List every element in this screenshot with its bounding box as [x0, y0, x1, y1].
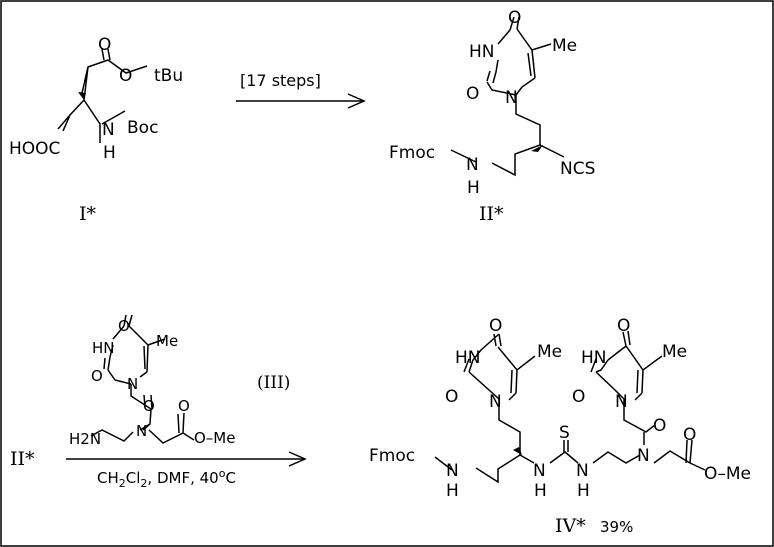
compound-IV-a-me: Me [537, 342, 562, 362]
compound-III-amide-o: O [143, 397, 155, 415]
compound-II-o2: O [466, 84, 479, 104]
compound-IV-bonds [434, 330, 706, 484]
compound-II: O HN Me O N Fmoc N H NCS II* [389, 8, 595, 225]
compound-IV-amide-n: N [637, 446, 650, 466]
compound-I-nh-n: N [102, 120, 115, 140]
compound-IV-b-o4: O [617, 316, 630, 336]
compound-IV-yield: 39% [600, 518, 633, 536]
compound-I-wedge [78, 92, 86, 100]
compound-II-nh-n: N [466, 155, 479, 175]
compound-IV-b-me: Me [662, 342, 687, 362]
compound-I: O O tBu HOOC Boc N H I* [9, 35, 183, 225]
compound-III-bonds [90, 314, 195, 444]
compound-II-hn: HN [469, 42, 495, 62]
compound-IV-fmoc: Fmoc [369, 446, 415, 466]
reaction-1-label: [17 steps] [240, 71, 321, 90]
reaction-2-conditions: CH2Cl2, DMF, 40oC [97, 467, 236, 490]
compound-II-bonds [450, 16, 565, 177]
reaction-arrow-1: [17 steps] [236, 71, 366, 109]
compound-I-caption: I* [79, 203, 97, 225]
compound-IV-b-n1: N [615, 392, 628, 412]
compound-IV-a-n1: N [489, 392, 502, 412]
compound-IV-ester-o: O [683, 425, 696, 445]
compound-IV-caption: IV* [555, 515, 586, 537]
compound-IV-b-o2: O [572, 387, 585, 407]
compound-IV-b-hn: HN [581, 348, 607, 368]
compound-IV-s: S [559, 423, 570, 443]
reaction-arrow-2: II* CH2Cl2, DMF, 40oC [10, 448, 307, 490]
compound-II-fmoc: Fmoc [389, 143, 435, 163]
compound-III-h2n: H2N [69, 430, 101, 448]
compound-II-me: Me [552, 36, 577, 56]
compound-III-ome: O–Me [194, 429, 235, 447]
compound-III-n1: N [127, 375, 138, 393]
compound-II-o4: O [508, 8, 521, 28]
compound-IV-a-hn: HN [455, 348, 481, 368]
compound-IV-nh1-n: N [446, 461, 459, 481]
compound-IV-amide-o: O [653, 416, 666, 436]
reaction-1-arrowhead [347, 93, 366, 109]
compound-II-wedge [531, 145, 543, 152]
compound-I-ester-o: O [119, 66, 132, 86]
compound-IV-ome: O–Me [704, 464, 751, 484]
compound-III-hn: HN [92, 339, 115, 357]
compound-I-carbonyl-o: O [98, 35, 111, 55]
compound-III-o2: O [91, 367, 103, 385]
compound-III-ester-o: O [178, 397, 190, 415]
compound-II-n1: N [505, 88, 518, 108]
compound-IV-wedge [513, 447, 522, 455]
compound-III: O HN Me O N O H2N N O O–Me (III) [69, 314, 290, 448]
compound-III-o4: O [118, 317, 130, 335]
compound-III-amide-n: N [136, 422, 147, 440]
compound-III-caption: (III) [257, 373, 290, 393]
compound-III-me: Me [156, 332, 178, 350]
compound-IV-nh3-n: N [576, 461, 589, 481]
compound-I-nh-h: H [103, 143, 116, 163]
compound-IV-nh3-h: H [577, 481, 590, 501]
compound-IV-a-o4: O [489, 316, 502, 336]
compound-IV-a-o2: O [445, 387, 458, 407]
compound-II-caption: II* [479, 203, 504, 225]
compound-IV-nh2-h: H [534, 481, 547, 501]
compound-II-nh-h: H [467, 178, 480, 198]
compound-IV-nh1-h: H [446, 481, 459, 501]
compound-I-hooc: HOOC [9, 139, 60, 159]
compound-I-boc: Boc [127, 118, 158, 138]
compound-I-tbu: tBu [154, 66, 183, 86]
compound-II-ncs: NCS [560, 159, 595, 179]
compound-IV: O HN Me O N O HN Me O N S O O Fmoc N H N… [369, 316, 751, 537]
reaction-2-reactant: II* [10, 448, 35, 470]
compound-IV-nh2-n: N [533, 461, 546, 481]
reaction-2-arrowhead [288, 451, 307, 467]
